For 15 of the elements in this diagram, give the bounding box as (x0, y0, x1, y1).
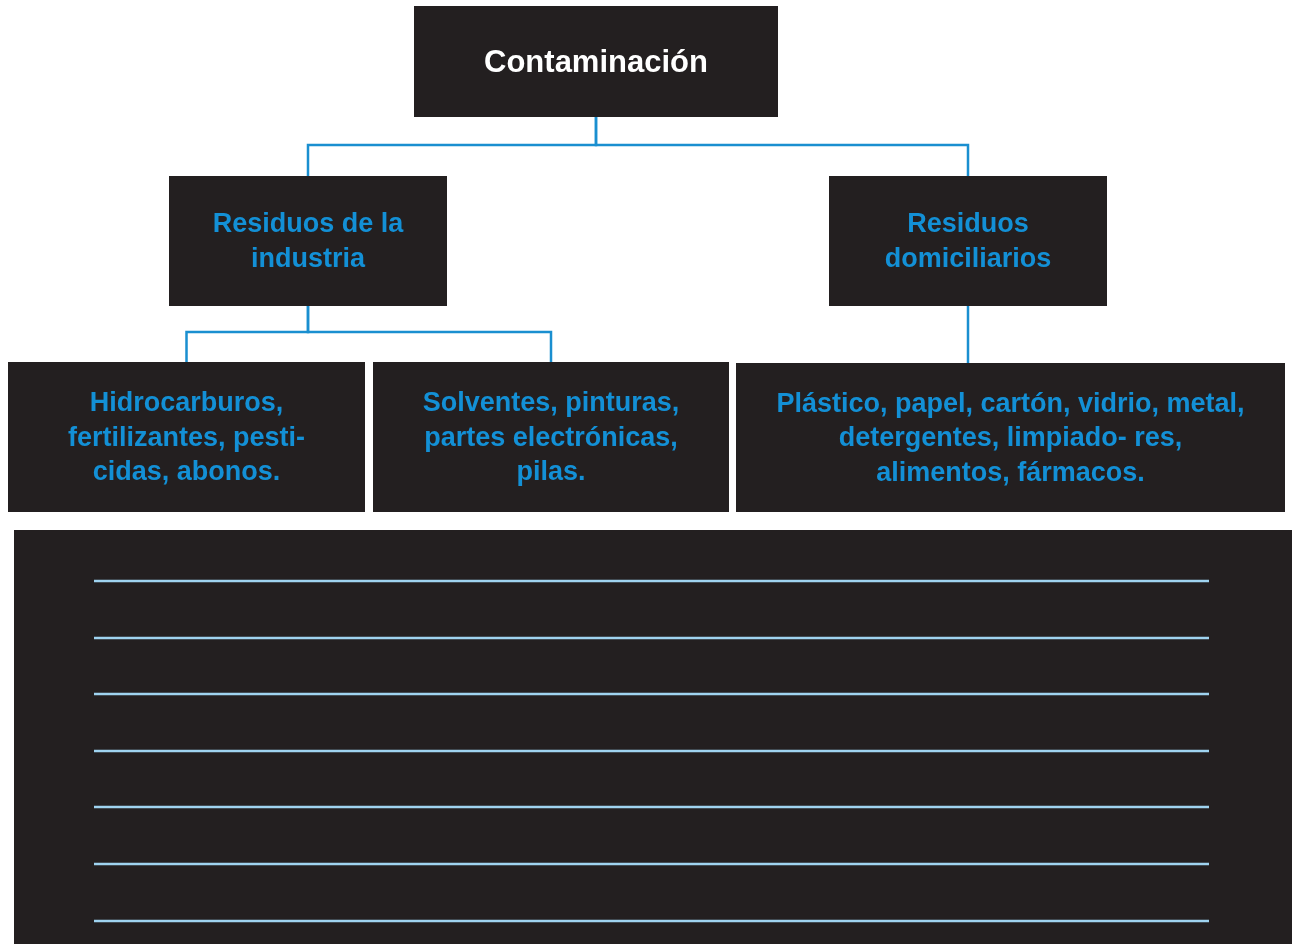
concept-box (8, 362, 365, 512)
box-text: Solventes, pinturas, partes electrónicas, pilas. (421, 386, 681, 489)
box-text: Plástico, papel, cartón, vidrio, metal, detergentes, limpiado- res, alimentos, fármacos. (775, 386, 1246, 489)
box-text: Residuos de la industria (211, 207, 405, 275)
connector-line (306, 306, 553, 362)
box-text: Hidrocarburos, fertilizantes, pesti- cidas, abonos. (66, 386, 307, 489)
box-text: Residuos domiciliarios (883, 207, 1053, 275)
concept-box (414, 6, 778, 117)
connector-line (594, 117, 970, 176)
concept-box (373, 362, 729, 512)
connector-line (966, 306, 970, 363)
box-text: Contaminación (483, 42, 709, 81)
concept-box (736, 363, 1285, 512)
concept-box (169, 176, 447, 306)
concept-box (829, 176, 1107, 306)
